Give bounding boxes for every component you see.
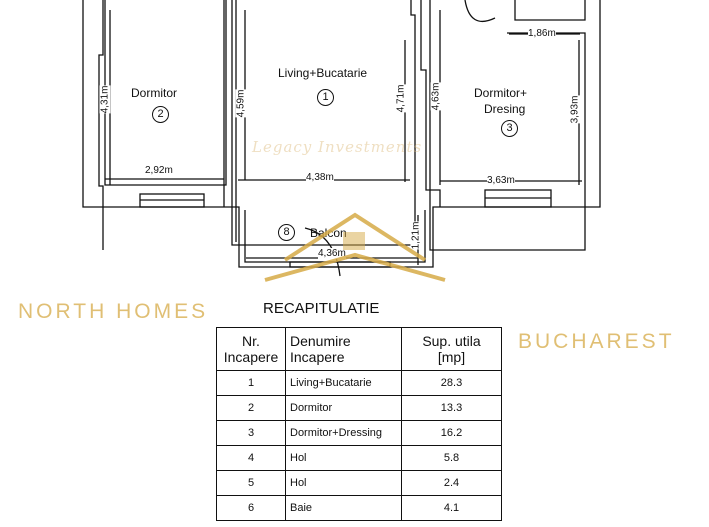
cell-area: 28.3 [401,370,502,396]
cell-nr: 2 [216,395,286,421]
room-number-3: 3 [501,120,518,137]
header-suprafata: Sup. utila[mp] [401,327,502,371]
room-label-dormitor: Dormitor [131,86,178,100]
cell-area: 5.8 [401,445,502,471]
header-nr: Nr.Incapere [216,327,286,371]
cell-name: Dormitor+Dressing [285,420,402,446]
watermark-script: Legacy Investments [252,138,423,156]
dim-3-63: 3,63m [487,175,515,186]
cell-name: Living+Bucatarie [285,370,402,396]
dim-4-59: 4,59m [235,89,247,118]
cell-name: Hol [285,470,402,496]
watermark-line1: NORTH HOMES [18,300,209,323]
room-label-dormitor-dresing-2: Dresing [484,102,526,116]
dim-3-93: 3,93m [569,95,581,124]
cell-area: 16.2 [401,420,502,446]
cell-area: 4.1 [401,495,502,521]
room-number-1: 1 [317,89,334,106]
table-title: RECAPITULATIE [263,300,380,317]
watermark-house-logo-icon [264,212,446,282]
dim-2-92: 2,92m [145,165,173,176]
cell-nr: 1 [216,370,286,396]
room-label-living: Living+Bucatarie [278,66,368,80]
dim-4-38: 4,38m [306,172,334,183]
cell-nr: 3 [216,420,286,446]
cell-nr: 4 [216,445,286,471]
cell-area: 13.3 [401,395,502,421]
dim-1-86: 1,86m [528,28,556,39]
dim-4-31: 4,31m [99,85,111,114]
dim-4-36: 4,36m [318,248,346,259]
room-number-2: 2 [152,106,169,123]
cell-name: Dormitor [285,395,402,421]
cell-area: 2.4 [401,470,502,496]
cell-nr: 6 [216,495,286,521]
cell-name: Hol [285,445,402,471]
cell-nr: 5 [216,470,286,496]
room-number-8: 8 [278,224,295,241]
watermark-line2: BUCHAREST [518,330,675,353]
dim-4-63: 4,63m [430,82,442,111]
dim-4-71: 4,71m [395,84,407,113]
room-label-dormitor-dresing-1: Dormitor+ [474,86,528,100]
cell-name: Baie [285,495,402,521]
